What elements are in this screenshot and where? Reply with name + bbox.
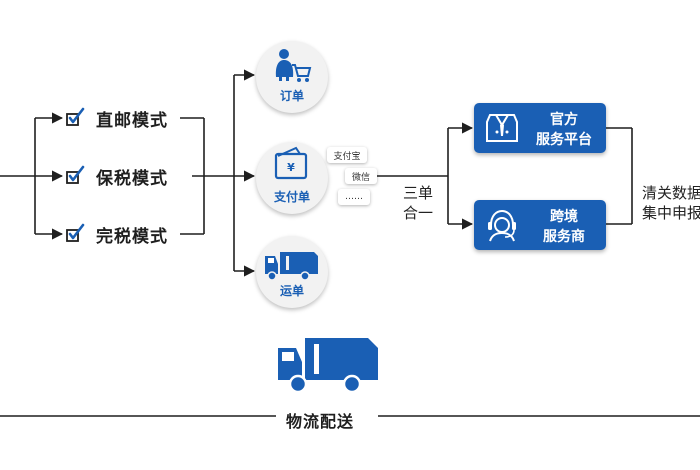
svg-text:¥: ¥ — [287, 161, 295, 174]
merge-line-1: 三单 — [403, 184, 434, 202]
official-line-1: 官方 — [550, 112, 578, 128]
truck-icon — [265, 252, 318, 281]
mode-dutypaid-label: 完税模式 — [96, 226, 168, 247]
wechat-tag: 微信 — [345, 168, 377, 184]
order-node: 订单 — [256, 41, 328, 113]
logistics-truck-icon — [278, 338, 378, 394]
clearance-text: 清关数据 集中申报 — [642, 183, 700, 223]
more-tag: …… — [338, 189, 370, 205]
crossborder-provider-box: 跨境 服务商 — [474, 200, 606, 250]
shopper-cart-icon — [275, 49, 312, 82]
official-uniform-icon — [486, 114, 518, 142]
mode-direct-label: 直邮模式 — [96, 110, 168, 131]
checkbox-checked-icon — [66, 165, 85, 184]
headset-agent-icon — [488, 209, 516, 242]
mode-direct: 直邮模式 — [64, 105, 168, 131]
payment-label: 支付单 — [273, 190, 310, 204]
order-label: 订单 — [279, 89, 304, 103]
shipping-label: 运单 — [279, 284, 304, 298]
merge-line-2: 合一 — [403, 204, 434, 222]
logistics-label: 物流配送 — [286, 412, 355, 431]
payment-node: ¥ 支付单 — [256, 142, 328, 214]
shipping-node: 运单 — [256, 236, 328, 308]
crossborder-line-2: 服务商 — [543, 229, 585, 245]
clearance-line-2: 集中申报 — [642, 204, 700, 222]
crossborder-line-1: 跨境 — [550, 209, 578, 225]
mode-dutypaid: 完税模式 — [64, 221, 168, 247]
checkbox-checked-icon — [66, 107, 85, 126]
official-line-2: 服务平台 — [536, 132, 592, 148]
three-in-one-text: 三单 合一 — [403, 183, 433, 223]
mode-bonded-label: 保税模式 — [96, 168, 168, 189]
checkbox-checked-icon — [66, 223, 85, 242]
official-platform-box: 官方 服务平台 — [474, 103, 606, 153]
wallet-icon: ¥ — [274, 146, 308, 180]
alipay-tag: 支付宝 — [327, 147, 367, 163]
mode-bonded: 保税模式 — [64, 163, 168, 189]
clearance-line-1: 清关数据 — [642, 184, 700, 202]
